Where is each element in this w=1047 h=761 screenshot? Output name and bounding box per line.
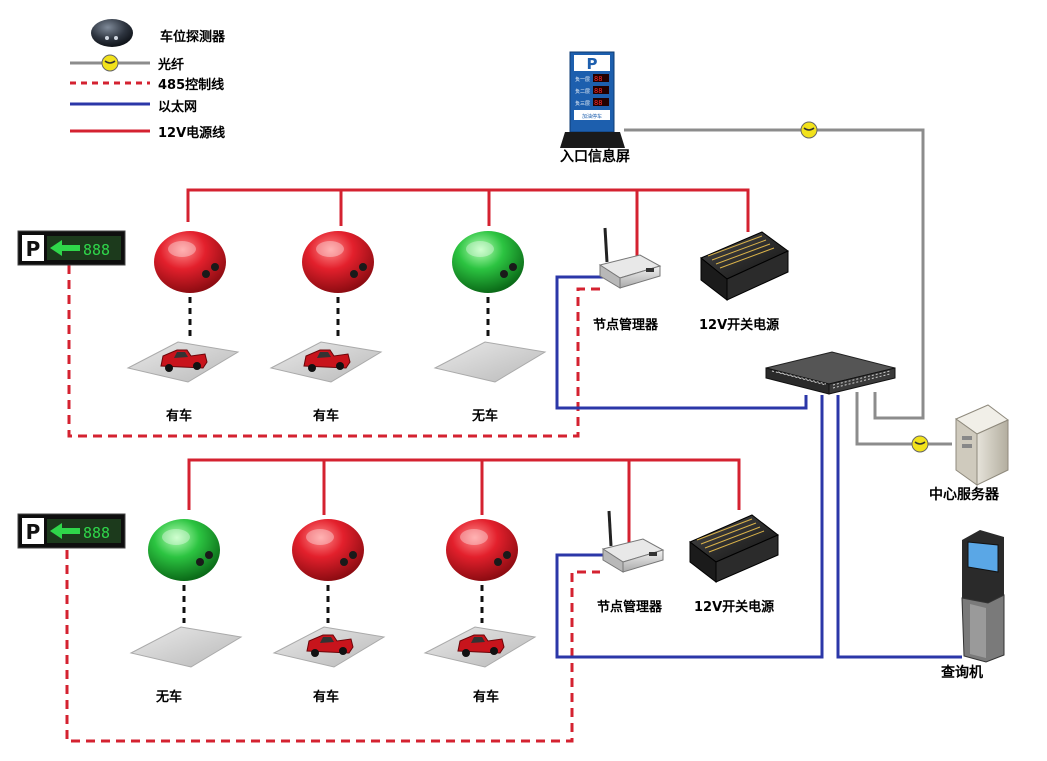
parking-space	[272, 519, 386, 668]
legend-485-label: 485控制线	[158, 78, 225, 93]
entrance-screen-row: 负三层 88	[575, 98, 609, 107]
network-switch-icon	[765, 351, 896, 395]
svg-text:88: 88	[594, 75, 602, 83]
entrance-screen-row: 负一层 88	[575, 74, 609, 83]
fiber-connector-icon	[911, 435, 929, 453]
power-supply	[700, 231, 789, 302]
legend-fiber-label: 光纤	[158, 58, 185, 73]
kiosk-icon	[961, 530, 1005, 663]
entrance-info-screen: P 负一层 88 负二层 88 负三层 88 加油停车	[560, 51, 625, 148]
parking-space	[433, 231, 547, 383]
node-manager-label: 节点管理器	[597, 600, 663, 615]
parking-guide-sign: P 888	[17, 230, 126, 266]
red-detector-icon	[154, 231, 226, 293]
space-status-label: 有车	[313, 409, 340, 424]
car-icon	[306, 634, 354, 657]
kiosk-label: 查询机	[941, 665, 983, 681]
node-manager	[601, 510, 665, 573]
legend-ethernet-label: 以太网	[158, 100, 198, 115]
parking-space	[126, 231, 240, 383]
svg-text:88: 88	[594, 87, 602, 95]
svg-text:888: 888	[83, 524, 110, 542]
red-detector-icon	[302, 231, 374, 293]
legend-power-label: 12V电源线	[158, 126, 226, 141]
node-manager	[598, 227, 662, 289]
green-detector-icon	[452, 231, 524, 293]
space-status-label: 有车	[166, 409, 193, 424]
parking-space	[423, 519, 537, 668]
parking-pad	[129, 626, 243, 668]
power-supply-label: 12V开关电源	[699, 318, 780, 333]
wiring	[65, 121, 962, 743]
svg-text:888: 888	[83, 241, 110, 259]
svg-text:P: P	[26, 520, 41, 544]
car-icon	[303, 349, 351, 372]
entrance-screen-p: P	[587, 55, 598, 73]
server-label: 中心服务器	[929, 487, 999, 503]
power-supply	[689, 514, 779, 584]
parking-space	[129, 519, 243, 668]
svg-text:负一层: 负一层	[575, 76, 590, 83]
space-status-label: 无车	[472, 409, 499, 424]
svg-text:88: 88	[594, 99, 602, 107]
node-manager-label: 节点管理器	[593, 318, 659, 333]
detector-icon	[91, 19, 133, 47]
entrance-screen-label: 入口信息屏	[560, 149, 630, 165]
server-icon	[954, 404, 1009, 486]
svg-text:负二层: 负二层	[575, 88, 590, 95]
parking-guide-sign: P 888	[17, 513, 126, 549]
svg-text:负三层: 负三层	[575, 100, 590, 107]
power-supply-label: 12V开关电源	[694, 600, 775, 615]
car-icon	[457, 634, 505, 657]
parking-space	[269, 231, 383, 383]
space-status-label: 有车	[473, 690, 500, 705]
parking-pad	[433, 341, 547, 383]
legend-detector-label: 车位探测器	[160, 30, 226, 45]
red-detector-icon	[292, 519, 364, 581]
parking-spaces	[126, 231, 547, 668]
green-detector-icon	[148, 519, 220, 581]
car-icon	[160, 349, 208, 372]
legend	[70, 19, 150, 133]
entrance-screen-row: 负二层 88	[575, 86, 609, 95]
space-status-label: 有车	[313, 690, 340, 705]
fiber-connector-icon	[800, 121, 818, 139]
space-status-label: 无车	[156, 690, 183, 705]
red-detector-icon	[446, 519, 518, 581]
entrance-screen-footer: 加油停车	[582, 113, 602, 120]
svg-text:P: P	[26, 237, 41, 261]
